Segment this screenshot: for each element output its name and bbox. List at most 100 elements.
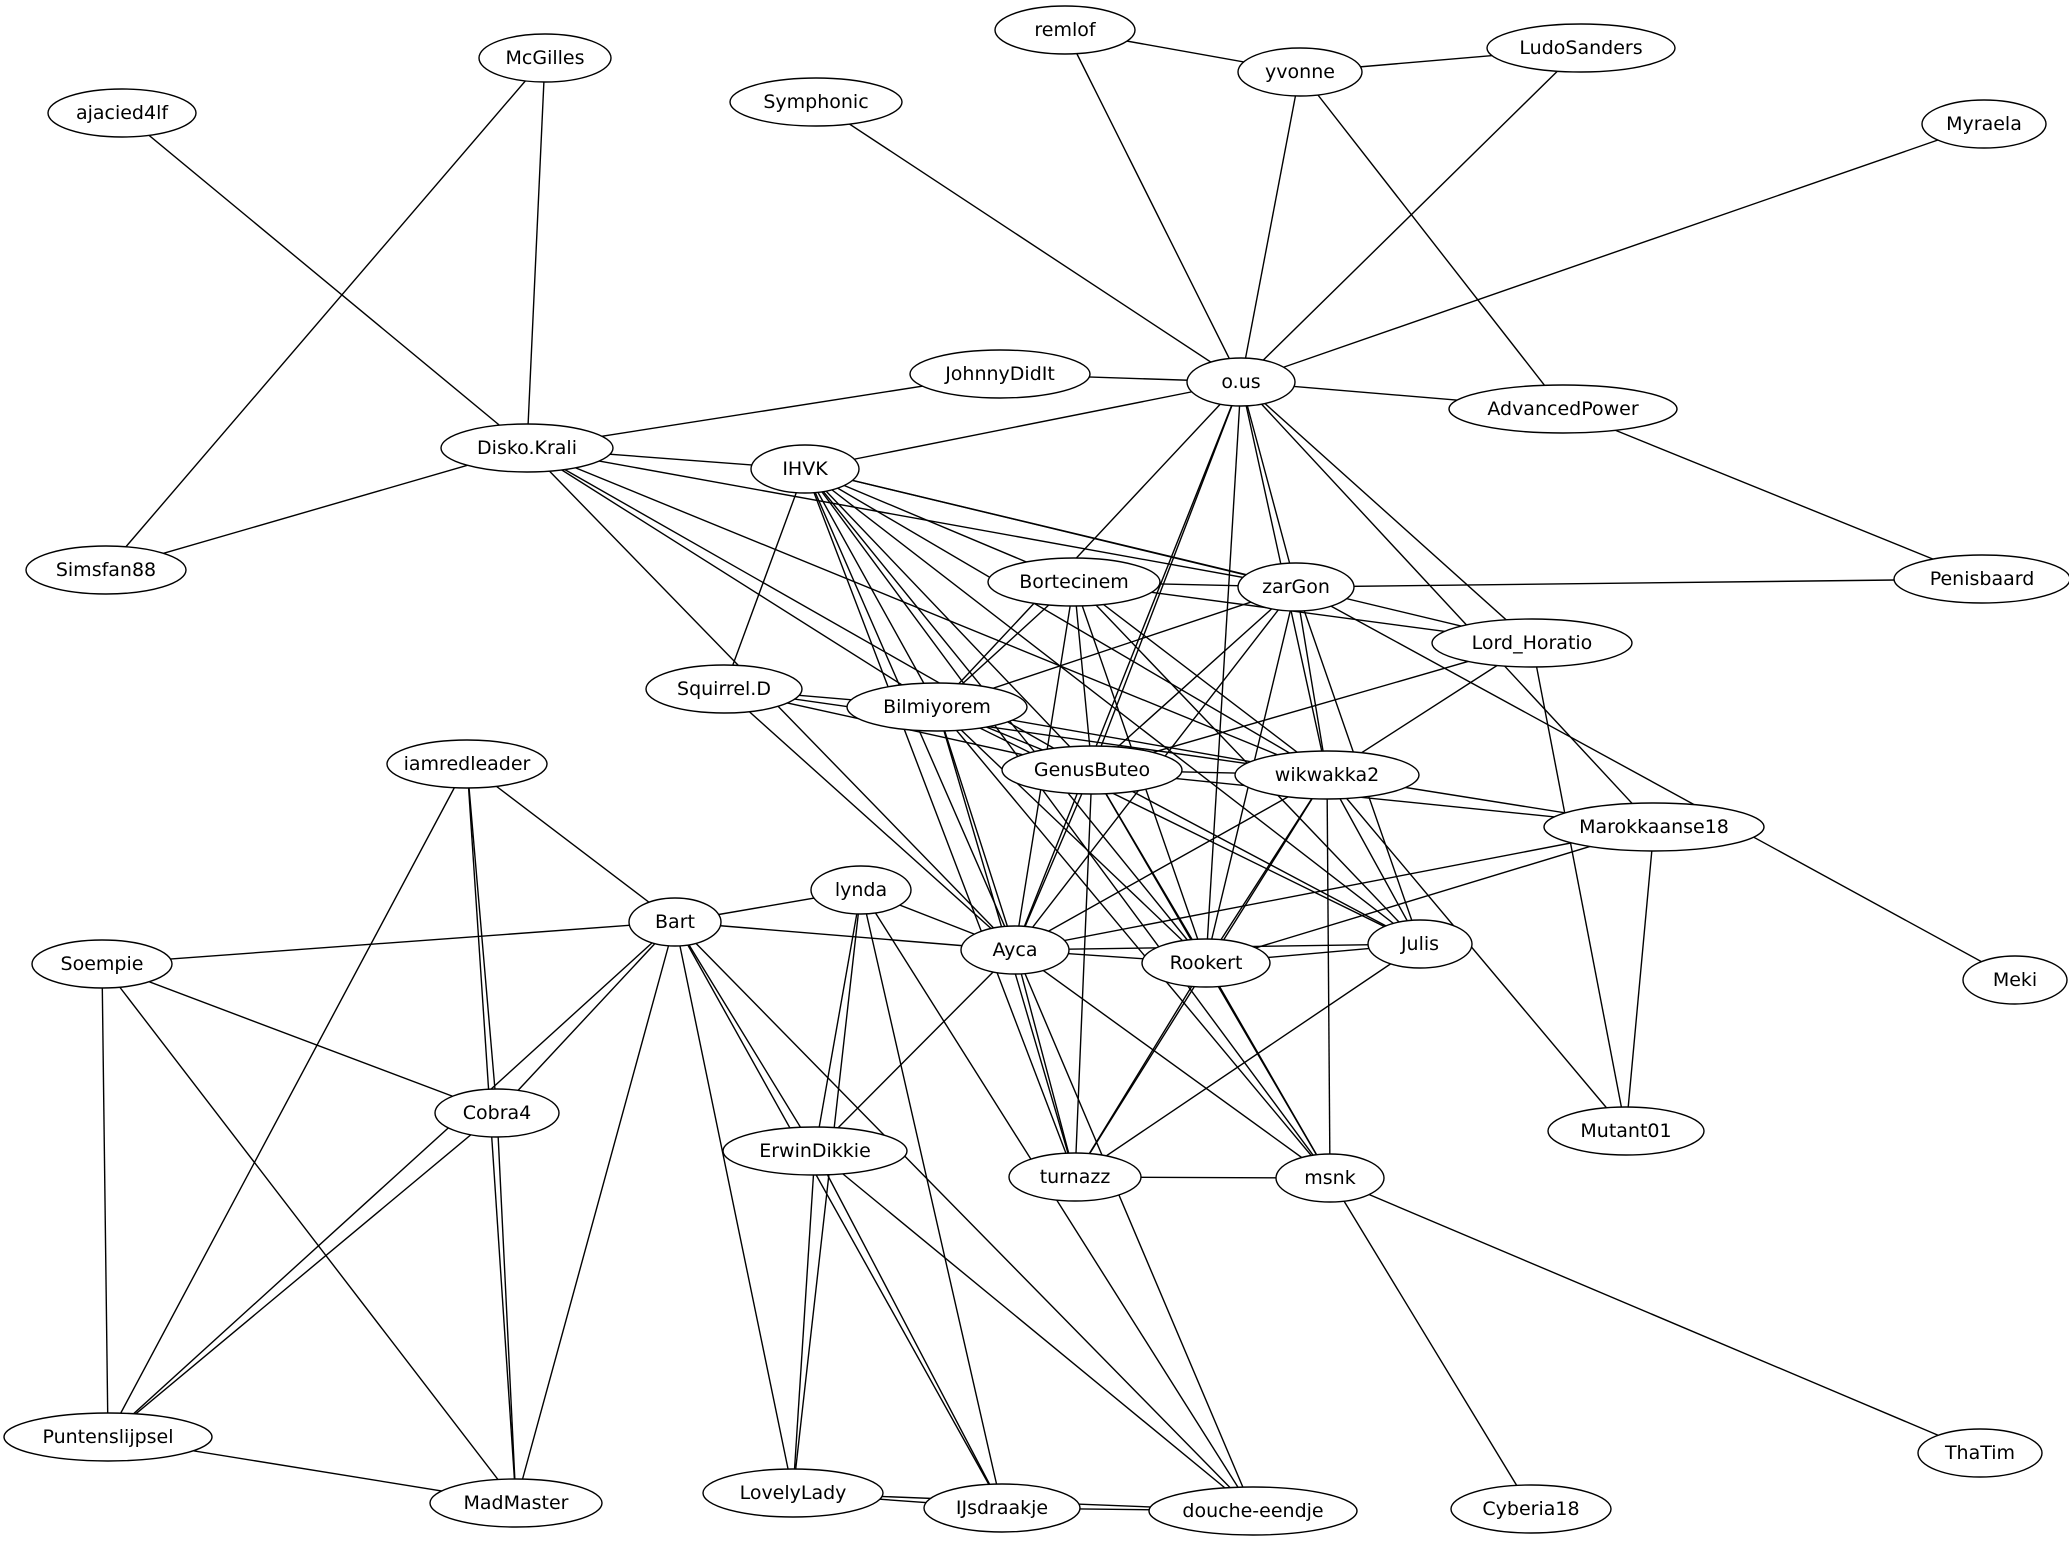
node-ellipse — [1148, 1486, 1358, 1536]
node-bortecinem: Bortecinem — [987, 557, 1161, 607]
node-label: Bart — [655, 911, 695, 933]
edge-wikwakka2-mutant01 — [1326, 774, 1627, 1132]
edge-cobra4-madmaster — [496, 1112, 517, 1504]
edge-disko-krali-zargon — [526, 447, 1297, 588]
node-label: wikwakka2 — [1275, 764, 1379, 786]
edge-erwindikkie-lovelylady — [792, 1150, 816, 1494]
node-ellipse — [1275, 1153, 1385, 1203]
edge-rookert-msnk — [1205, 962, 1331, 1179]
edge-msnk-cyberia18 — [1329, 1177, 1532, 1510]
edge-soempie-cobra4 — [101, 963, 498, 1114]
node-label: turnazz — [1040, 1166, 1111, 1188]
node-label: IJsdraakje — [956, 1497, 1048, 1519]
node-ellipse — [31, 939, 173, 989]
node-ludosanders: LudoSanders — [1486, 23, 1676, 73]
node-label: remlof — [1034, 19, 1096, 41]
edge-marokkaanse18-rookert — [1205, 826, 1655, 964]
node-o-us: o.us — [1186, 357, 1296, 407]
node-ellipse — [1001, 745, 1183, 795]
edge-bart-erwindikkie — [674, 921, 816, 1152]
edge-lynda-ijsdraakje — [860, 889, 1003, 1509]
edge-julis-turnazz — [1074, 943, 1421, 1178]
edge-lord-horatio-mutant01 — [1531, 642, 1627, 1132]
node-ayca: Ayca — [960, 925, 1070, 975]
edge-genusbuteo-turnazz — [1074, 769, 1093, 1178]
edge-squirrel-d-ayca — [723, 688, 1016, 951]
edge-ajacied4lf-disko-krali — [121, 112, 528, 449]
node-ellipse — [440, 423, 614, 473]
node-label: Simsfan88 — [56, 559, 156, 581]
node-bart: Bart — [628, 897, 722, 947]
node-label: Ayca — [992, 939, 1037, 961]
node-ellipse — [1450, 1484, 1612, 1534]
node-ellipse — [846, 682, 1028, 732]
node-squirrel-d: Squirrel.D — [645, 664, 803, 714]
node-ellipse — [628, 897, 722, 947]
edge-bart-soempie — [101, 921, 676, 965]
edge-wikwakka2-msnk — [1326, 774, 1331, 1179]
node-ellipse — [429, 1478, 603, 1528]
edge-zargon-penisbaard — [1295, 578, 1983, 588]
edge-zargon-wikwakka2 — [1295, 586, 1328, 776]
edge-disko-krali-simsfan88 — [105, 447, 528, 571]
node-ellipse — [1431, 618, 1633, 668]
edge-bortecinem-genusbuteo — [1073, 581, 1093, 771]
node-ijsdraakje: IJsdraakje — [923, 1483, 1081, 1533]
edge-soempie-madmaster — [101, 963, 517, 1504]
node-label: IHVK — [782, 458, 828, 480]
edge-remlof-o-us — [1064, 29, 1242, 383]
edge-wikwakka2-julis — [1326, 774, 1421, 945]
edge-ihvk-wikwakka2 — [804, 468, 1328, 776]
edge-myraela-o-us — [1240, 123, 1985, 383]
edge-bart-puntenslijpsel — [107, 921, 676, 1438]
node-label: Disko.Krali — [477, 437, 577, 459]
edge-mcgilles-disko-krali — [526, 57, 546, 449]
node-label: Bilmiyorem — [883, 696, 991, 718]
node-turnazz: turnazz — [1008, 1152, 1142, 1202]
edge-ayca-douche-eendje — [1014, 949, 1254, 1512]
node-ihvk: IHVK — [750, 444, 860, 494]
edge-bilmiyorem-rookert — [936, 706, 1207, 964]
node-label: yvonne — [1265, 61, 1335, 83]
node-ellipse — [923, 1483, 1081, 1533]
node-ellipse — [1237, 562, 1355, 612]
node-label: iamredleader — [404, 753, 531, 775]
node-ellipse — [909, 349, 1091, 399]
node-label: Cobra4 — [463, 1102, 532, 1124]
node-johnnydidit: JohnnyDidIt — [909, 349, 1091, 399]
node-label: ErwinDikkie — [759, 1140, 871, 1162]
node-label: douche-eendje — [1182, 1500, 1323, 1522]
edge-iamredleader-cobra4 — [466, 763, 498, 1114]
node-ellipse — [1237, 47, 1363, 97]
node-ellipse — [1547, 1106, 1705, 1156]
node-ellipse — [1008, 1152, 1142, 1202]
edge-o-us-bilmiyorem — [936, 381, 1242, 708]
node-disko-krali: Disko.Krali — [440, 423, 614, 473]
node-mcgilles: McGilles — [478, 33, 612, 83]
edge-ayca-erwindikkie — [814, 949, 1016, 1152]
node-ellipse — [810, 865, 912, 915]
node-label: AdvancedPower — [1487, 398, 1638, 420]
edge-bart-ijsdraakje — [674, 921, 1003, 1509]
node-label: Meki — [1993, 969, 2037, 991]
edge-bilmiyorem-ayca — [936, 706, 1016, 951]
node-puntenslijpsel: Puntenslijpsel — [3, 1412, 213, 1462]
node-label: Bortecinem — [1019, 571, 1129, 593]
edge-lord-horatio-genusbuteo — [1091, 642, 1533, 771]
edge-erwindikkie-ijsdraakje — [814, 1150, 1003, 1509]
node-simsfan88: Simsfan88 — [25, 545, 187, 595]
node-myraela: Myraela — [1921, 99, 2047, 149]
node-ellipse — [1234, 750, 1420, 800]
node-wikwakka2: wikwakka2 — [1234, 750, 1420, 800]
node-ellipse — [1186, 357, 1296, 407]
edge-symphonic-o-us — [815, 101, 1242, 383]
node-remlof: remlof — [994, 5, 1136, 55]
edge-bart-cobra4 — [496, 921, 676, 1114]
node-julis: Julis — [1367, 919, 1473, 969]
node-ellipse — [1448, 384, 1678, 434]
node-rookert: Rookert — [1141, 938, 1271, 988]
edge-zargon-bilmiyorem — [936, 586, 1297, 708]
node-mutant01: Mutant01 — [1547, 1106, 1705, 1156]
node-label: msnk — [1304, 1167, 1355, 1189]
edge-marokkaanse18-mutant01 — [1625, 826, 1655, 1132]
